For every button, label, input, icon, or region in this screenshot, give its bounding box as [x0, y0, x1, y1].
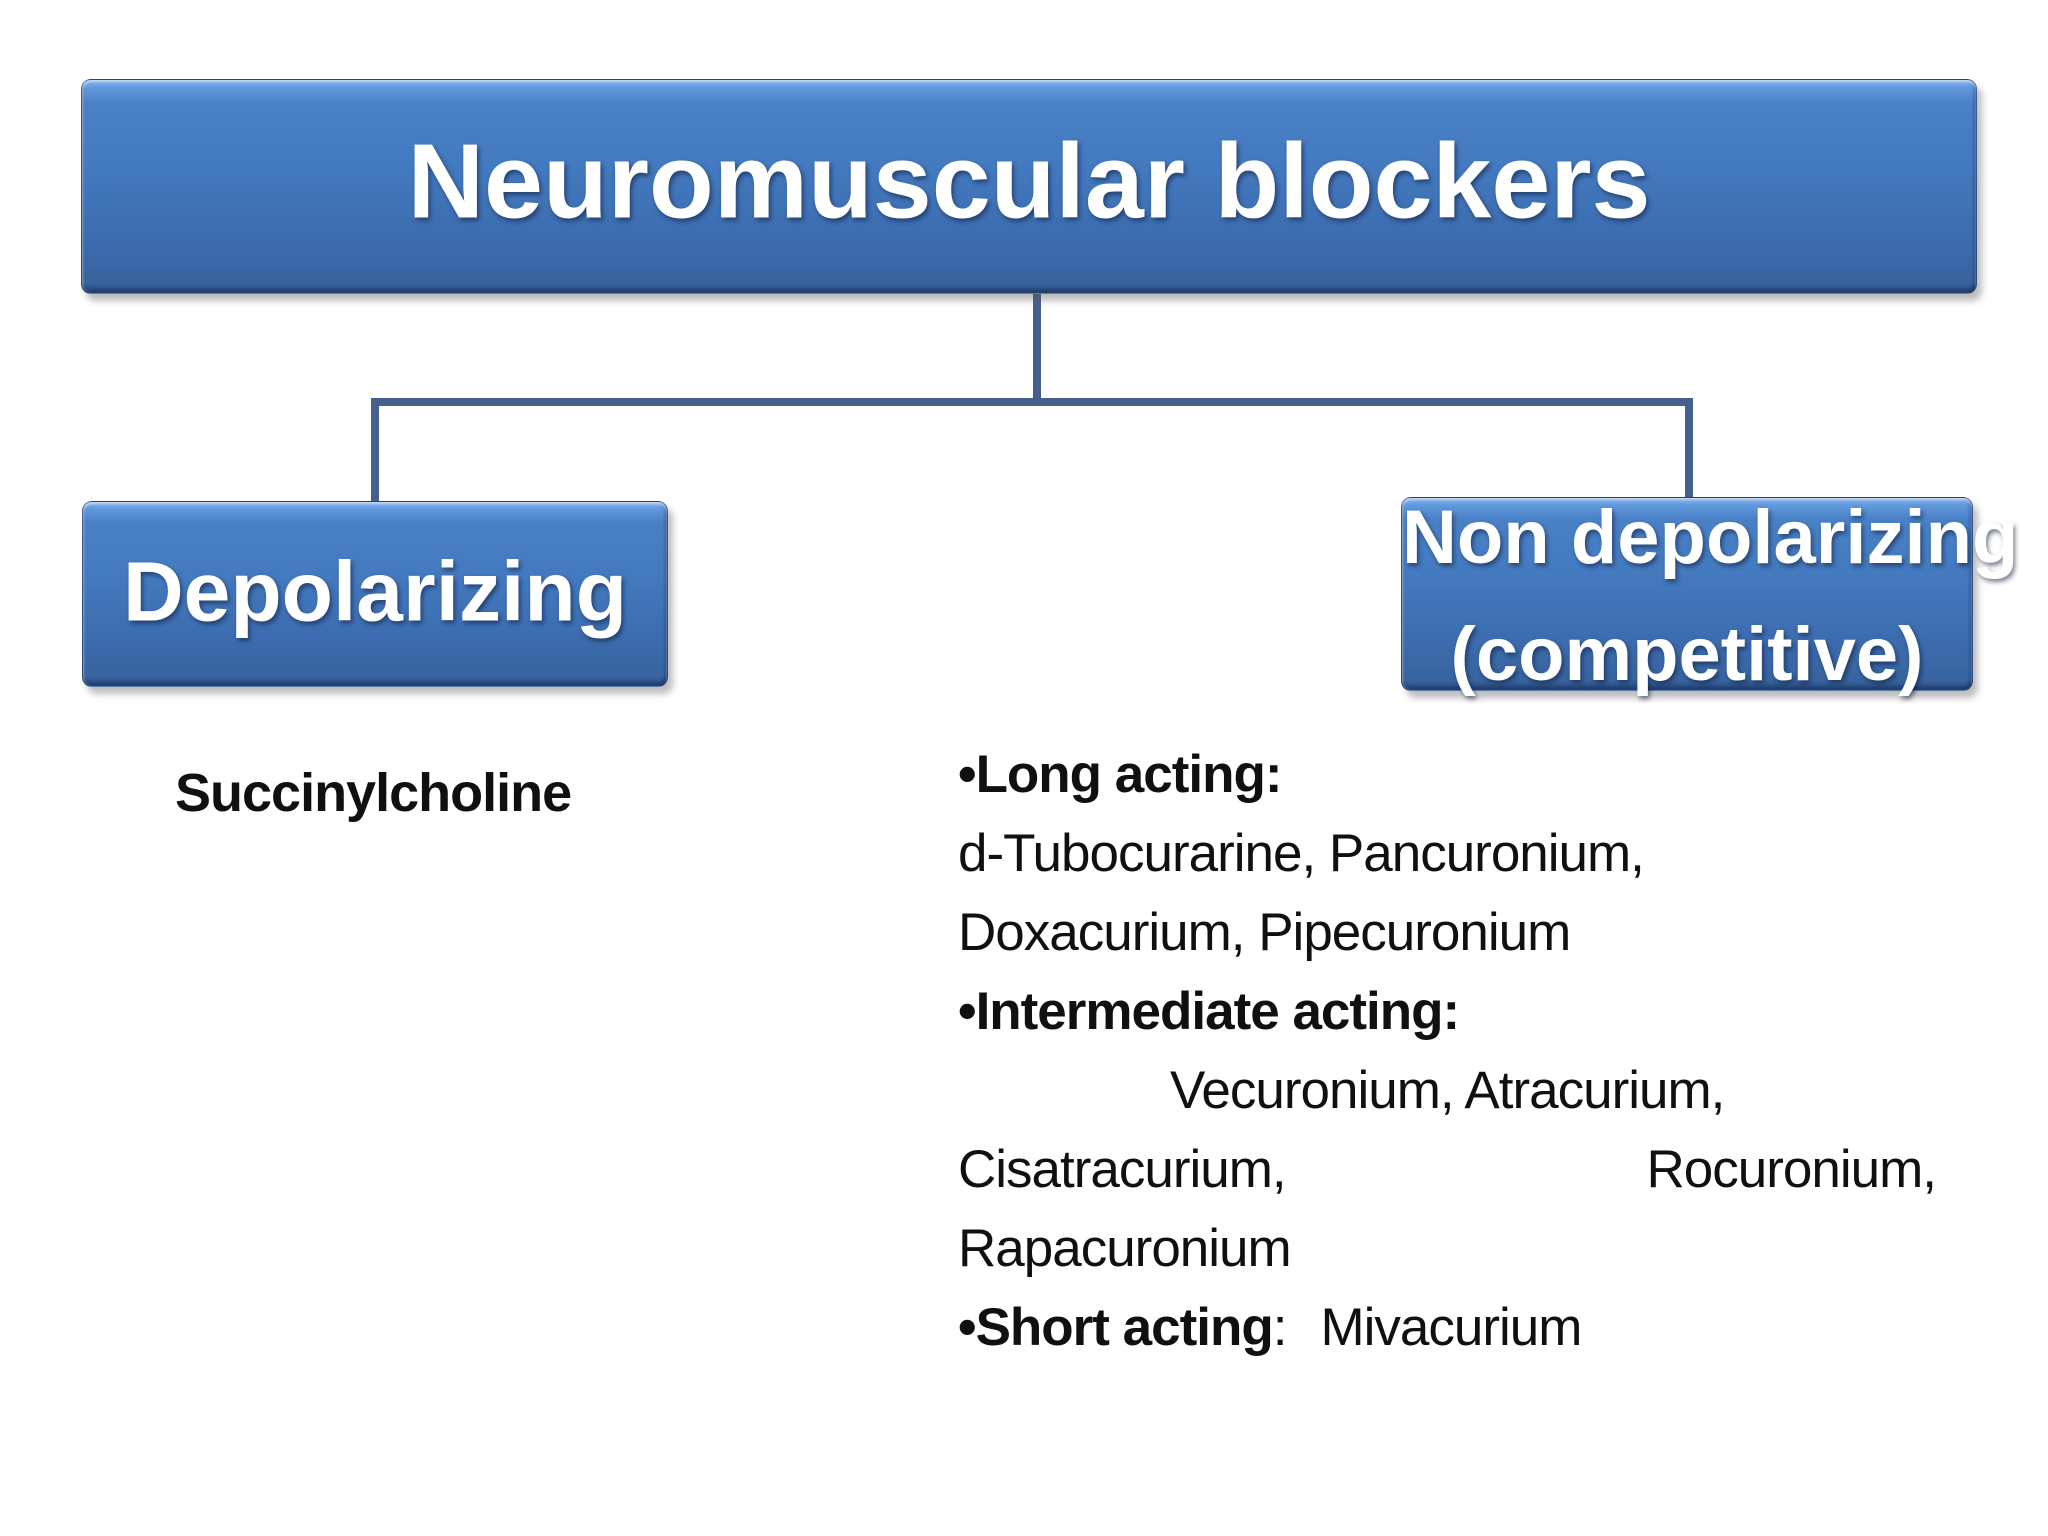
connector-stem-vertical [1033, 292, 1041, 404]
intermediate-line1: Vecuronium, Atracurium, [1170, 1061, 1725, 1120]
connector-horizontal [371, 398, 1693, 406]
bullet-icon: • [958, 1298, 977, 1357]
succinylcholine-text: Succinylcholine [175, 763, 572, 823]
non-depolarizing-box: Non depolarizing (competitive) [1401, 495, 2019, 697]
non-depolarizing-label-line1: Non depolarizing [1402, 495, 2019, 580]
depolarizing-label: Depolarizing [122, 544, 628, 639]
short-acting-drug: Mivacurium [1320, 1298, 1582, 1357]
intermediate-line2: Cisatracurium, Rocuronium, [958, 1130, 1937, 1209]
depolarizing-box: Depolarizing [82, 501, 668, 687]
long-acting-heading: •Long acting: [958, 745, 1283, 804]
short-acting-colon: : [1272, 1298, 1288, 1357]
drug-list: •Long acting: d-Tubocurarine, Pancuroniu… [958, 735, 1948, 1367]
title-text: Neuromuscular blockers [407, 122, 1651, 241]
connector-right-drop [1685, 398, 1693, 499]
title-box: Neuromuscular blockers [81, 79, 1977, 294]
intermediate-line3: Rapacuronium [958, 1219, 1292, 1278]
intermediate-acting-heading: •Intermediate acting: [958, 982, 1460, 1041]
bullet-icon: • [958, 982, 977, 1041]
intermediate-line2-right: Rocuronium, [1646, 1140, 1937, 1199]
connector-left-drop [371, 398, 379, 503]
non-depolarizing-label-line2: (competitive) [1450, 612, 1924, 697]
long-acting-line1: d-Tubocurarine, Pancuronium, [958, 824, 1645, 883]
long-acting-line2: Doxacurium, Pipecuronium [958, 903, 1571, 962]
bullet-icon: • [958, 745, 977, 804]
short-acting-line: •Short acting:Mivacurium [958, 1298, 1582, 1357]
intermediate-line2-left: Cisatracurium, [958, 1140, 1287, 1199]
